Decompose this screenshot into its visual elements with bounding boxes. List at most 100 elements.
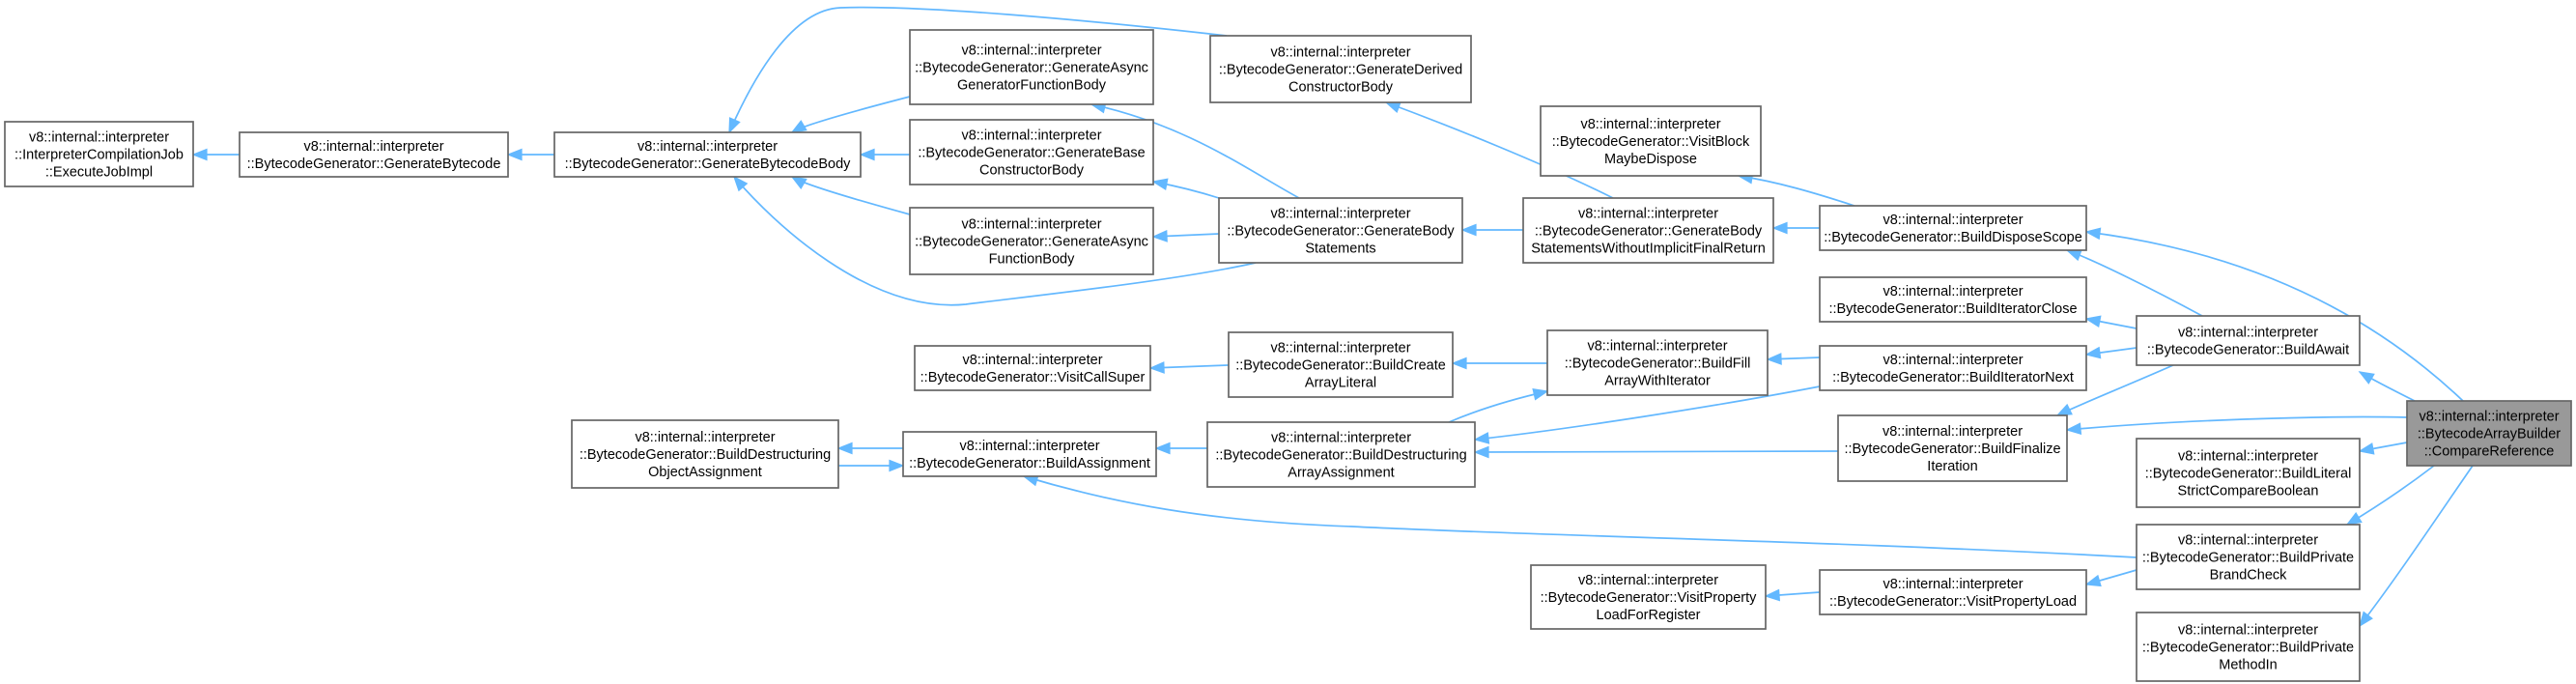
- edge-n17-to-n16: [2084, 346, 2137, 359]
- node-label-line: v8::internal::interpreter: [962, 353, 1102, 368]
- node-label-line: v8::internal::interpreter: [2178, 449, 2318, 465]
- node-label-line: StrictCompareBoolean: [2178, 484, 2319, 499]
- node-box: [1540, 105, 1762, 177]
- edge-n8-to-n5: [1151, 178, 1220, 199]
- node-box: [909, 207, 1154, 275]
- arrowhead: [836, 442, 853, 455]
- node-label-line: v8::internal::interpreter: [1587, 339, 1727, 355]
- function-node[interactable]: v8::internal::interpreter::BytecodeGener…: [1819, 276, 2087, 323]
- function-node[interactable]: v8::internal::interpreter::BytecodeGener…: [1819, 569, 2087, 615]
- edge-n22-to-n17: [2358, 371, 2416, 402]
- edge-n22-to-n21: [2065, 415, 2408, 436]
- node-label-line: BrandCheck: [2210, 568, 2288, 584]
- node-label-line: ::BytecodeGenerator::GenerateBytecode: [247, 157, 501, 172]
- edge-n11-to-n10: [1771, 221, 1820, 235]
- node-box: [1546, 329, 1769, 396]
- function-node[interactable]: v8::internal::interpreter::BytecodeGener…: [1522, 197, 1774, 264]
- function-node[interactable]: v8::internal::interpreter::BytecodeGener…: [1540, 105, 1762, 177]
- node-label-line: ::BytecodeGenerator::BuildIteratorNext: [1832, 370, 2074, 385]
- root-function-node[interactable]: v8::internal::interpreter::BytecodeArray…: [2406, 400, 2572, 467]
- edge-n15-to-n14: [1451, 356, 1547, 370]
- node-label-line: ::CompareReference: [2424, 444, 2555, 460]
- node-label-line: v8::internal::interpreter: [1882, 353, 2023, 368]
- node-box: [2136, 612, 2361, 682]
- arrowhead: [1148, 361, 1165, 374]
- node-label-line: v8::internal::interpreter: [637, 139, 778, 155]
- arrowhead: [1151, 178, 1169, 191]
- node-box: [1522, 197, 1774, 264]
- node-label-line: Statements: [1305, 242, 1375, 257]
- node-label-line: ::BytecodeGenerator::GenerateAsync: [915, 235, 1148, 250]
- function-node[interactable]: v8::internal::interpreter::BytecodeGener…: [571, 419, 839, 489]
- node-label-line: v8::internal::interpreter: [1882, 284, 2023, 299]
- node-label-line: ::BytecodeGenerator::VisitProperty: [1541, 590, 1758, 606]
- node-label-line: ::BytecodeGenerator::GenerateBody: [1535, 224, 1763, 240]
- function-node[interactable]: v8::internal::interpreter::BytecodeGener…: [902, 431, 1157, 477]
- edge-n20-to-n15: [1448, 388, 1549, 423]
- edge-line: [2359, 465, 2474, 627]
- edge-n22-to-n24: [2345, 465, 2435, 526]
- nodes-layer: v8::internal::interpreter::InterpreterCo…: [4, 29, 2572, 682]
- function-node[interactable]: v8::internal::interpreter::BytecodeGener…: [553, 131, 862, 178]
- function-node[interactable]: v8::internal::interpreter::BytecodeGener…: [2136, 524, 2361, 590]
- node-label-line: ArrayLiteral: [1305, 376, 1376, 391]
- function-node[interactable]: v8::internal::interpreter::BytecodeGener…: [1209, 35, 1472, 103]
- arrowhead: [2084, 574, 2102, 587]
- node-label-line: ::ExecuteJobImpl: [45, 165, 153, 181]
- edge-line: [728, 6, 1228, 133]
- function-node[interactable]: v8::internal::interpreter::BytecodeGener…: [909, 29, 1154, 105]
- arrowhead: [1460, 223, 1477, 237]
- arrowhead: [889, 459, 905, 472]
- function-node[interactable]: v8::internal::interpreter::BytecodeGener…: [1228, 331, 1454, 398]
- edge-line: [1474, 450, 1839, 453]
- function-node[interactable]: v8::internal::interpreter::BytecodeGener…: [2136, 438, 2361, 508]
- node-label-line: ::BytecodeGenerator::VisitCallSuper: [920, 370, 1146, 385]
- function-node[interactable]: v8::internal::interpreter::BytecodeGener…: [2136, 315, 2361, 366]
- function-node[interactable]: v8::internal::interpreter::BytecodeGener…: [2136, 612, 2361, 682]
- arrowhead: [2358, 442, 2375, 455]
- edge-line: [791, 96, 911, 133]
- edge-n24-to-n26: [2084, 569, 2137, 587]
- node-label-line: v8::internal::interpreter: [1270, 207, 1410, 222]
- edge-n2-to-n1: [191, 148, 240, 161]
- node-label-line: ArrayAssignment: [1288, 466, 1394, 481]
- node-box: [1530, 564, 1767, 630]
- arrowhead: [2345, 512, 2363, 526]
- function-node[interactable]: v8::internal::interpreter::BytecodeGener…: [909, 119, 1154, 185]
- node-label-line: v8::internal::interpreter: [1882, 424, 2023, 440]
- arrowhead: [732, 175, 749, 192]
- function-node[interactable]: v8::internal::interpreter::BytecodeGener…: [1206, 421, 1476, 488]
- function-node[interactable]: v8::internal::interpreter::BytecodeGener…: [1218, 197, 1463, 264]
- function-node[interactable]: v8::internal::interpreter::InterpreterCo…: [4, 121, 194, 187]
- arrowhead: [2065, 422, 2082, 436]
- edge-line: [733, 176, 1257, 306]
- function-node[interactable]: v8::internal::interpreter::BytecodeGener…: [914, 345, 1151, 391]
- function-node[interactable]: v8::internal::interpreter::BytecodeGener…: [1837, 414, 2068, 482]
- function-node[interactable]: v8::internal::interpreter::BytecodeGener…: [1530, 564, 1767, 630]
- arrowhead: [859, 148, 875, 161]
- edge-line: [1448, 390, 1548, 423]
- node-box: [1837, 414, 2068, 482]
- edge-n24-to-n19: [1022, 474, 2137, 558]
- arrowhead: [2358, 371, 2375, 385]
- arrowhead: [1532, 388, 1549, 401]
- edge-n5-to-n3: [859, 148, 910, 161]
- edge-n22-to-n23: [2358, 442, 2408, 455]
- node-label-line: v8::internal::interpreter: [635, 430, 775, 445]
- arrowhead: [1451, 356, 1467, 370]
- function-node[interactable]: v8::internal::interpreter::BytecodeGener…: [909, 207, 1154, 275]
- function-node[interactable]: v8::internal::interpreter::BytecodeGener…: [1819, 205, 2087, 251]
- arrowhead: [506, 148, 523, 161]
- node-label-line: v8::internal::interpreter: [2178, 623, 2318, 639]
- function-node[interactable]: v8::internal::interpreter::BytecodeGener…: [239, 131, 509, 178]
- edge-n10-to-n8: [1460, 223, 1523, 237]
- node-label-line: v8::internal::interpreter: [1882, 577, 2023, 592]
- node-label-line: ::BytecodeGenerator::BuildFinalize: [1844, 442, 2060, 457]
- node-label-line: StatementsWithoutImplicitFinalReturn: [1531, 242, 1766, 257]
- node-label-line: ::BytecodeGenerator::GenerateBytecodeBod…: [565, 157, 852, 172]
- function-node[interactable]: v8::internal::interpreter::BytecodeGener…: [1819, 345, 2087, 391]
- function-node[interactable]: v8::internal::interpreter::BytecodeGener…: [1546, 329, 1769, 396]
- edge-n16-to-n20: [1473, 385, 1821, 444]
- arrowhead: [1473, 445, 1489, 459]
